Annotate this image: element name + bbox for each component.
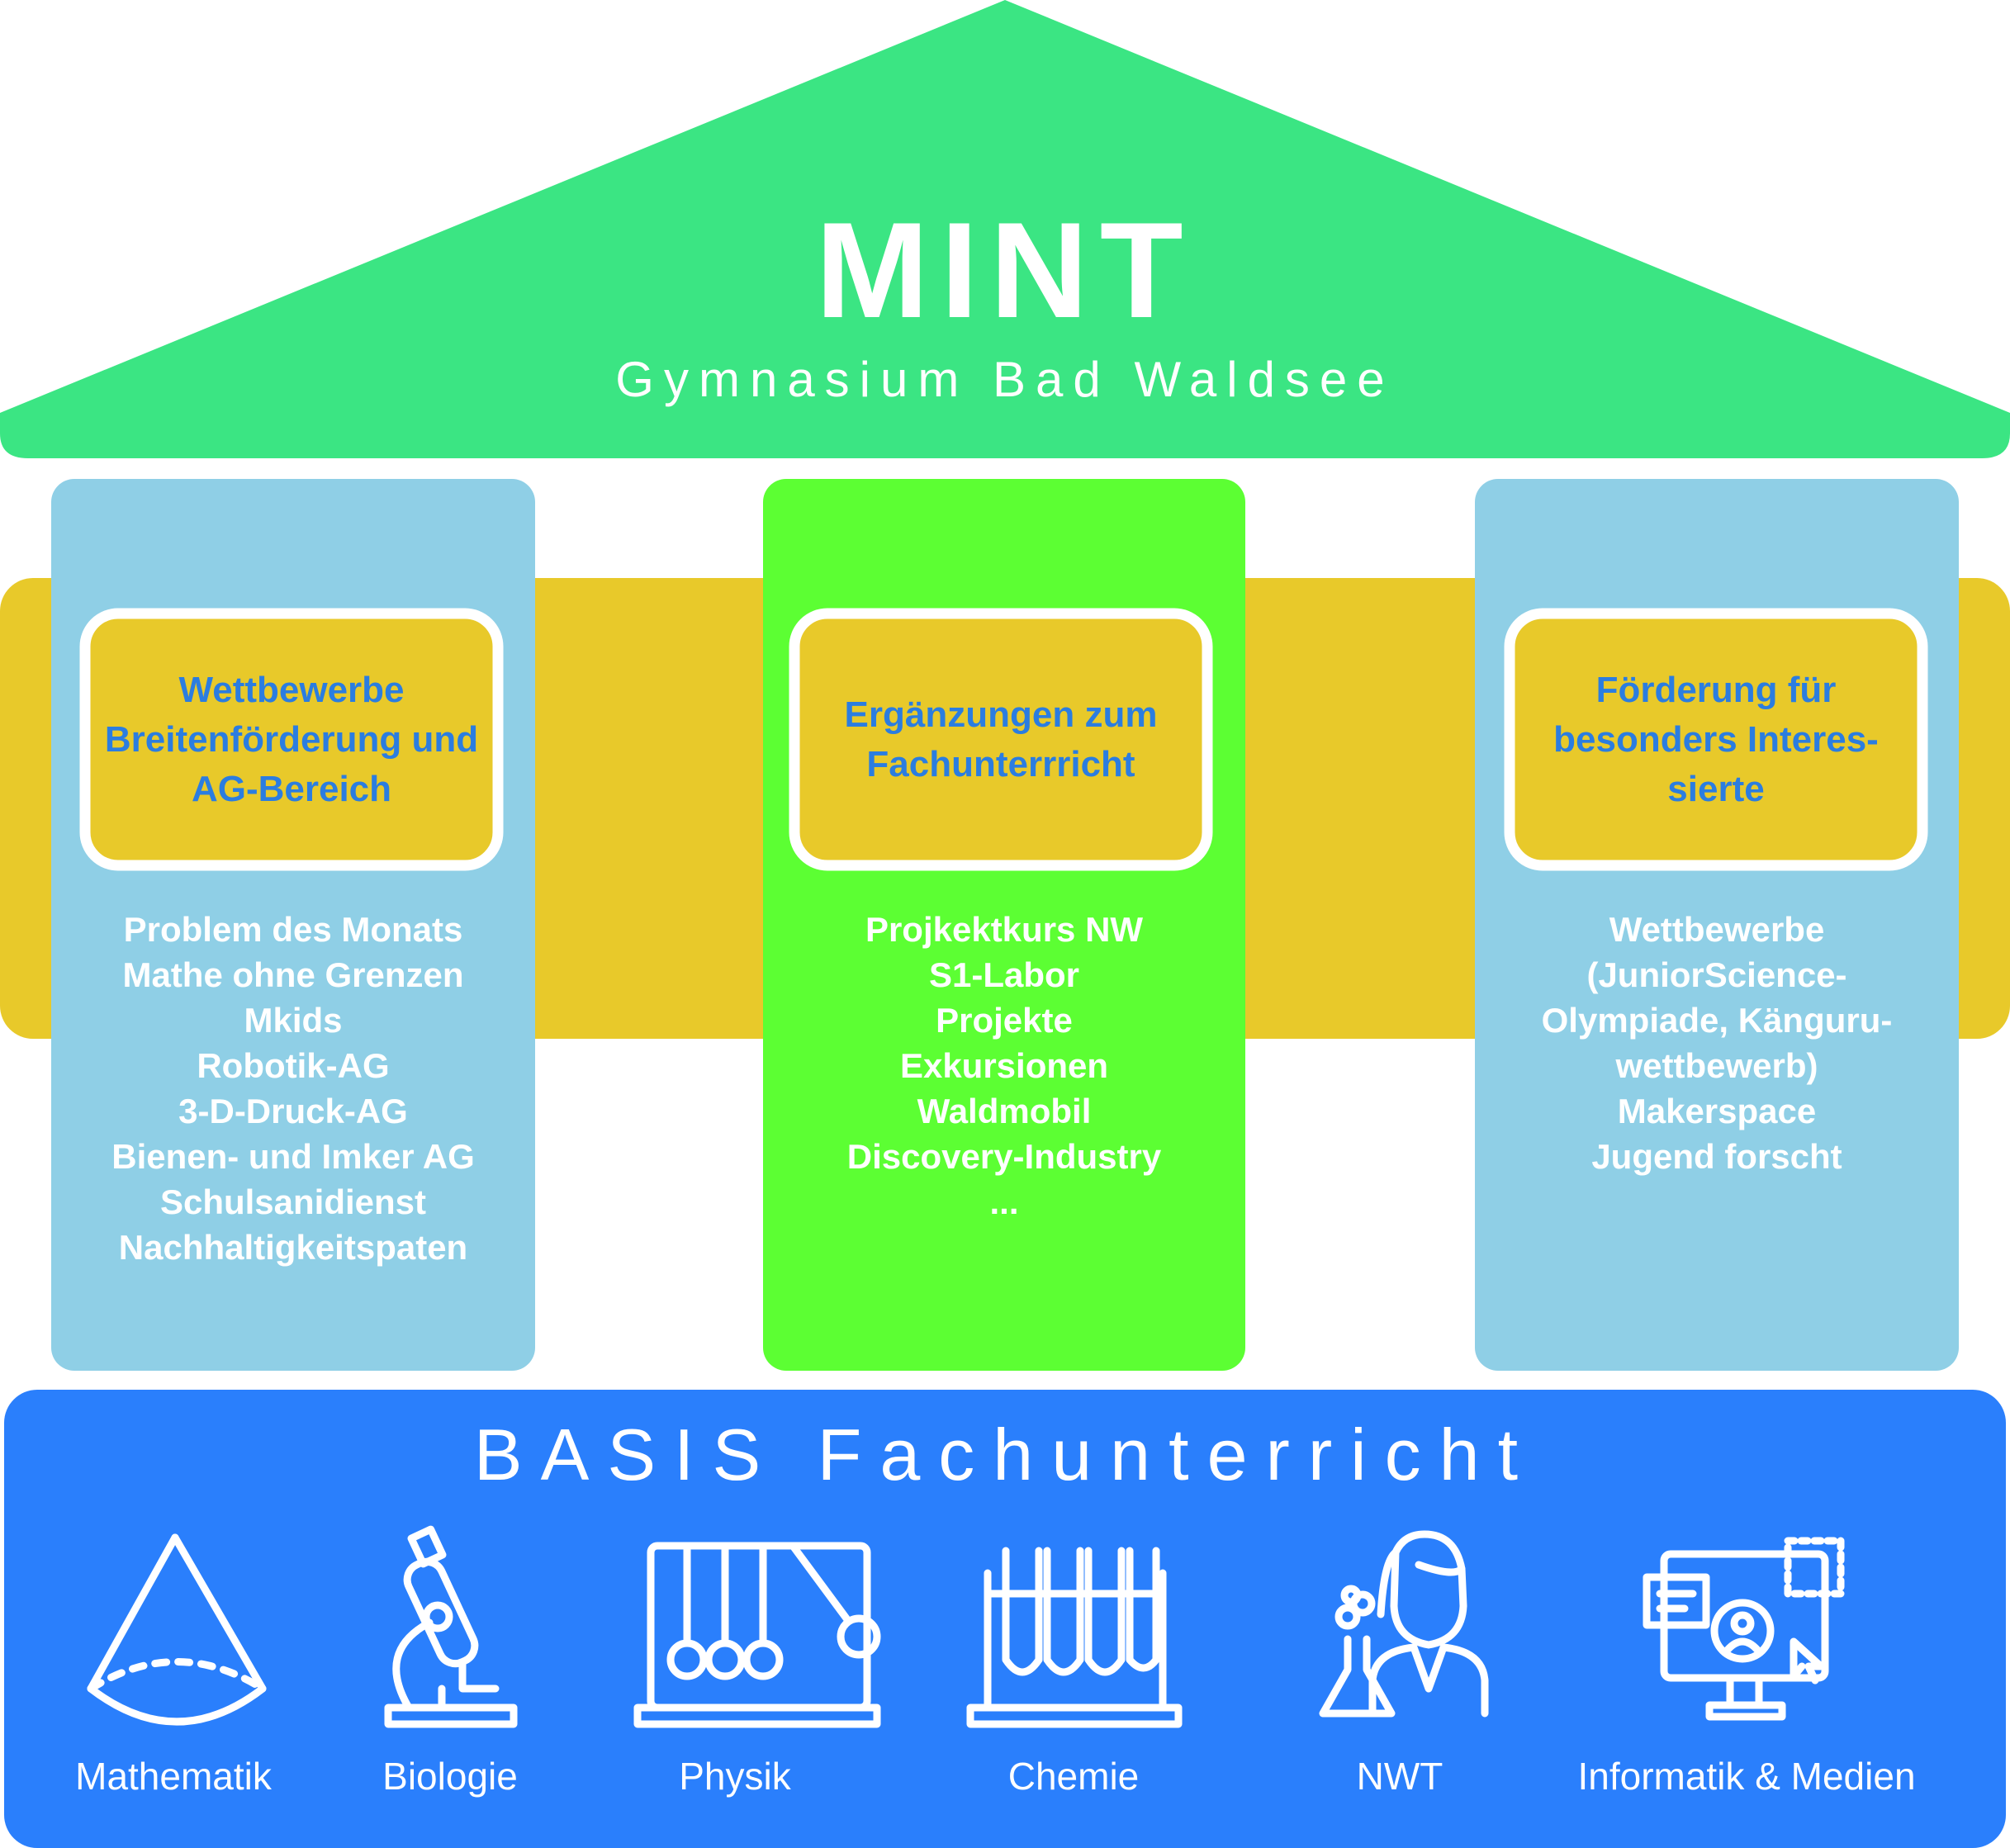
subject-label-nwt: NWT bbox=[1356, 1755, 1444, 1798]
list-item: Projkektkurs NW bbox=[865, 910, 1144, 949]
list-item: Jugend forscht bbox=[1591, 1137, 1842, 1176]
pillar-heading-left: Wettbewerbe Breitenförderung und AG-Bere… bbox=[104, 669, 479, 809]
subject-label-physik: Physik bbox=[679, 1755, 791, 1798]
roof bbox=[0, 0, 2010, 458]
basis-title: BASIS Fachunterricht bbox=[473, 1414, 1537, 1495]
list-item: S1-Labor bbox=[928, 955, 1080, 994]
list-item: 3-D-Druck-AG bbox=[178, 1092, 408, 1130]
pillar-list-center: Projkektkurs NW S1-Labor Projekte Exkurs… bbox=[763, 907, 1245, 1225]
subject-label-biologie: Biologie bbox=[382, 1755, 518, 1798]
list-item: Nachhaltigkeitspaten bbox=[118, 1228, 468, 1267]
list-item: Projekte bbox=[936, 1001, 1073, 1040]
list-item: Discovery-Industry bbox=[846, 1137, 1162, 1176]
subject-label-chemie: Chemie bbox=[1007, 1755, 1140, 1798]
list-item: Problem des Monats bbox=[123, 910, 463, 949]
subject-label-informatik: Informatik & Medien bbox=[1577, 1755, 1916, 1798]
list-item: Bienen- und Imker AG bbox=[111, 1137, 475, 1176]
subject-label-mathematik: Mathematik bbox=[75, 1755, 272, 1798]
list-item: Olympiade, Känguru- bbox=[1541, 1001, 1893, 1040]
list-item: wettbewerb) bbox=[1615, 1046, 1818, 1085]
roof-subtitle: Gymnasium Bad Waldsee bbox=[615, 352, 1395, 407]
microscope-icon bbox=[384, 1525, 518, 1728]
list-item: Robotik-AG bbox=[197, 1046, 390, 1085]
list-item: Mkids bbox=[244, 1001, 343, 1040]
list-item: ... bbox=[989, 1182, 1019, 1221]
cone-icon bbox=[87, 1533, 267, 1726]
list-item: Mathe ohne Grenzen bbox=[122, 955, 464, 994]
list-item: Exkursionen bbox=[899, 1046, 1109, 1085]
list-item: Wettbewerbe bbox=[1609, 910, 1825, 949]
scientist-icon bbox=[1319, 1530, 1489, 1718]
roof-title: MINT bbox=[815, 194, 1195, 346]
newtons-cradle-icon bbox=[633, 1542, 881, 1728]
pillar-list-right: Wettbewerbe (JuniorScience- Olympiade, K… bbox=[1475, 907, 1959, 1179]
list-item: Schulsanidienst bbox=[159, 1182, 427, 1221]
list-item: Makerspace bbox=[1617, 1092, 1817, 1130]
test-tubes-icon bbox=[966, 1547, 1183, 1728]
heading-box-right bbox=[1504, 608, 1928, 871]
heading-box-left bbox=[79, 608, 504, 871]
list-item: Waldmobil bbox=[917, 1092, 1092, 1130]
list-item: (JuniorScience- bbox=[1586, 955, 1847, 994]
pillar-heading-right: Förderung für besonders Interes-sierte bbox=[1553, 669, 1879, 809]
pillar-list-left: Problem des Monats Mathe ohne Grenzen Mk… bbox=[51, 907, 535, 1270]
pillar-heading-center: Ergänzungen zum Fachunterrricht bbox=[844, 694, 1158, 784]
heading-box-center bbox=[789, 608, 1213, 871]
computer-media-icon bbox=[1643, 1537, 1845, 1721]
